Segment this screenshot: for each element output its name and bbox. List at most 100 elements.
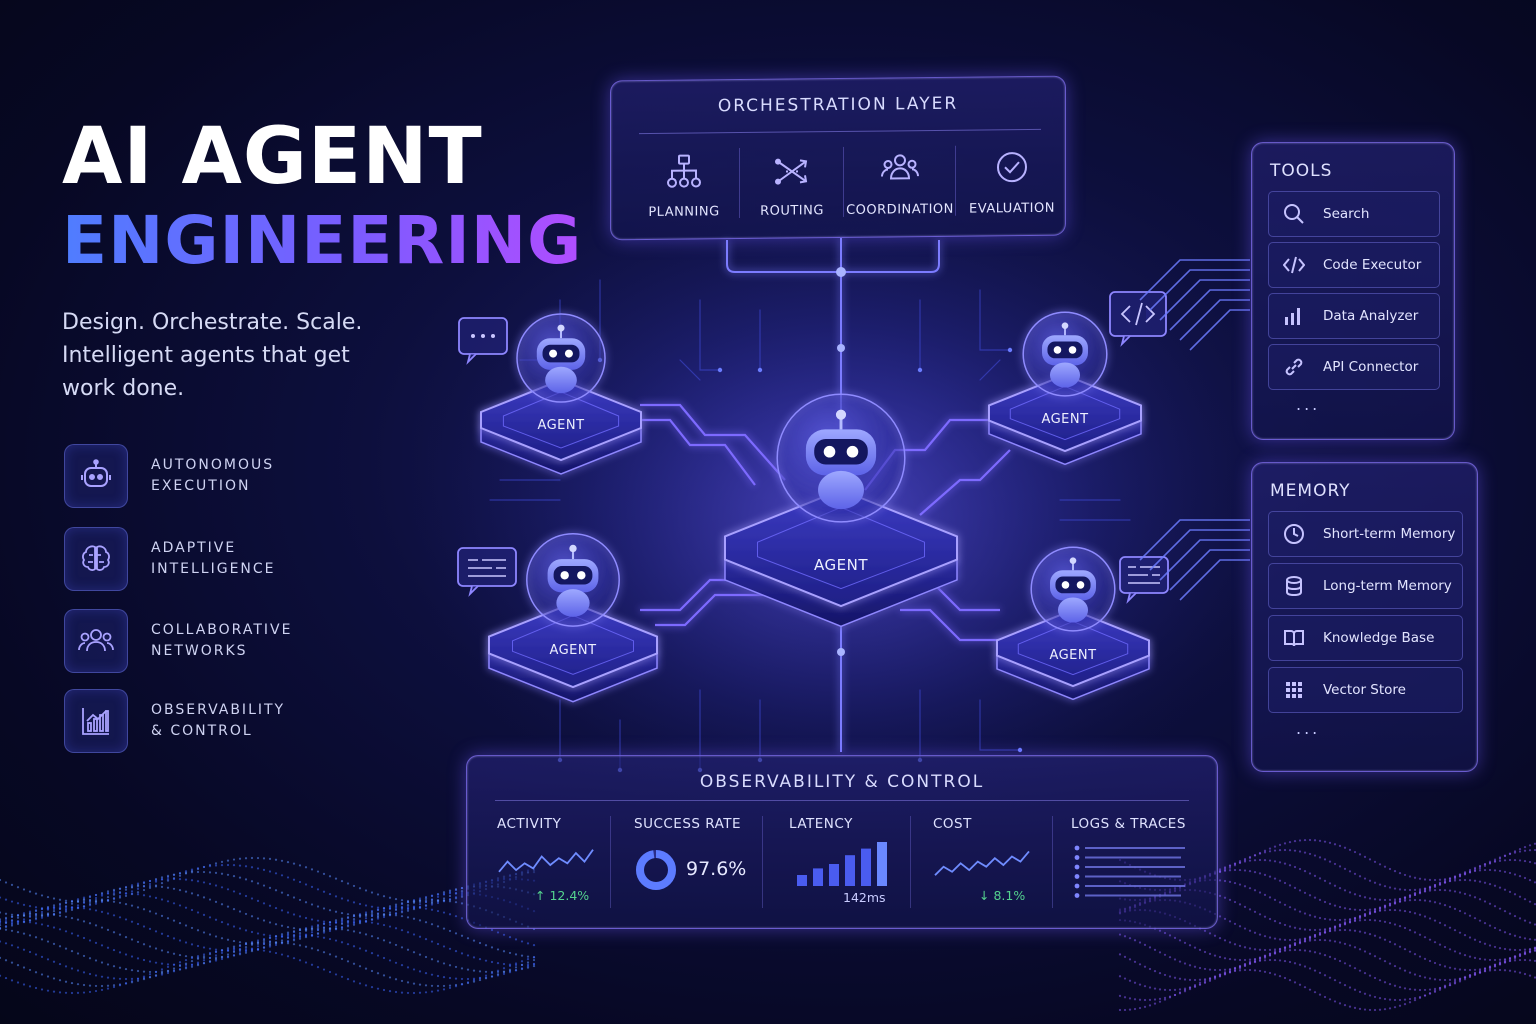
wave-dot <box>1368 908 1372 911</box>
wave-dot <box>100 926 104 929</box>
wave-dot <box>292 933 296 937</box>
wave-dot <box>1143 943 1147 946</box>
wave-dot <box>310 918 314 921</box>
wave-dot <box>1448 889 1452 892</box>
memory-item-short-term[interactable]: Short-term Memory <box>1268 511 1463 557</box>
wave-dot <box>1338 886 1342 890</box>
wave-dot <box>1163 988 1167 991</box>
wave-dot <box>1328 902 1332 905</box>
wave-dot <box>1288 849 1292 852</box>
wave-dot <box>1138 941 1142 944</box>
wave-dot <box>346 913 350 916</box>
wave-dot <box>1488 902 1492 905</box>
wave-dot <box>1423 957 1427 960</box>
wave-dot <box>1393 984 1397 987</box>
wave-dot <box>1288 925 1292 928</box>
wave-dot <box>442 911 446 914</box>
wave-dot <box>262 946 266 949</box>
wave-dot <box>64 980 68 983</box>
wave-dot <box>310 903 314 906</box>
tool-item-data-analyzer[interactable]: Data Analyzer <box>1268 293 1440 339</box>
metric-cost[interactable]: COST ↓ 8.1% <box>933 812 1053 912</box>
wave-dot <box>1368 952 1372 955</box>
log-row-dot <box>1074 874 1080 879</box>
wave-dot <box>406 931 410 934</box>
tool-item-search[interactable]: Search <box>1268 191 1440 237</box>
cost-delta: ↓ 8.1% <box>979 888 1026 903</box>
memory-item-knowledge-base[interactable]: Knowledge Base <box>1268 615 1463 661</box>
wave-dot <box>28 968 32 972</box>
wave-dot <box>1133 939 1137 942</box>
wave-dot <box>10 913 14 916</box>
wave-dot <box>52 906 56 909</box>
wave-dot <box>1363 950 1367 953</box>
wave-dot <box>1283 959 1287 963</box>
wave-dot <box>184 962 188 965</box>
metric-latency[interactable]: LATENCY 142ms <box>789 812 909 912</box>
wave-dot <box>436 893 440 896</box>
agent-top-left-label: AGENT <box>537 418 585 433</box>
wave-dot <box>1528 844 1532 847</box>
wave-dot <box>160 878 164 881</box>
wave-dot <box>1263 893 1267 896</box>
agent-center[interactable] <box>724 393 958 628</box>
wave-dot <box>334 920 338 923</box>
wave-dot <box>1483 881 1487 884</box>
wave-dot <box>376 912 380 916</box>
wave-dot <box>160 898 164 901</box>
metric-logs-traces[interactable]: LOGS & TRACES <box>1071 812 1201 912</box>
wave-dot <box>220 864 224 867</box>
wave-dot <box>1293 948 1297 952</box>
wave-dot <box>1273 898 1277 901</box>
wave-dot <box>406 948 410 951</box>
tools-more[interactable]: ... <box>1296 395 1321 414</box>
robot-eye <box>1061 581 1070 589</box>
wave-dot <box>1353 908 1357 911</box>
wave-dot <box>454 932 458 935</box>
wave-dot <box>1398 998 1402 1002</box>
wave-dot <box>118 896 122 899</box>
divider <box>762 816 763 908</box>
robot-eye <box>1053 346 1062 354</box>
memory-more[interactable]: ... <box>1296 719 1321 738</box>
memory-item-vector-store[interactable]: Vector Store <box>1268 667 1463 713</box>
wave-dot <box>34 953 38 956</box>
wave-dot <box>1518 875 1522 878</box>
wave-dot <box>340 897 344 900</box>
wave-dot <box>1418 955 1422 958</box>
wave-dot <box>10 915 14 918</box>
wave-dot <box>1288 960 1292 964</box>
wave-dot <box>1253 859 1257 862</box>
wave-dot <box>286 861 290 864</box>
wave-dot <box>172 887 176 890</box>
wave-dot <box>88 922 92 925</box>
wave-dot <box>406 905 410 909</box>
wave-dot <box>1168 934 1172 937</box>
wave-dot <box>1368 897 1372 900</box>
wave-dot <box>1278 922 1282 925</box>
wave-dot <box>400 899 404 902</box>
metric-activity[interactable]: ACTIVITY ↑ 12.4% <box>497 812 617 912</box>
wave-dot <box>1363 877 1367 880</box>
wave-dot <box>82 954 86 958</box>
wave-dot <box>334 955 338 958</box>
wave-dot <box>1468 914 1472 917</box>
wave-dot <box>0 896 2 899</box>
wave-dot <box>1468 936 1472 939</box>
wave-dot <box>58 962 62 966</box>
wave-dot <box>1358 894 1362 897</box>
tool-item-code-executor[interactable]: Code Executor <box>1268 242 1440 288</box>
wave-dot <box>304 934 308 937</box>
wave-dot <box>70 981 74 985</box>
wave-dot <box>1483 922 1487 925</box>
latency-bar <box>797 875 807 886</box>
memory-item-long-term[interactable]: Long-term Memory <box>1268 563 1463 609</box>
metric-success-rate[interactable]: SUCCESS RATE 97.6% <box>634 812 764 912</box>
wave-dot <box>1263 959 1267 962</box>
wave-dot <box>328 892 332 896</box>
wave-dot <box>286 942 290 945</box>
wave-dot <box>1433 987 1437 990</box>
tool-item-api-connector[interactable]: API Connector <box>1268 344 1440 390</box>
wave-dot <box>1198 978 1202 981</box>
wave-dot <box>394 961 398 964</box>
